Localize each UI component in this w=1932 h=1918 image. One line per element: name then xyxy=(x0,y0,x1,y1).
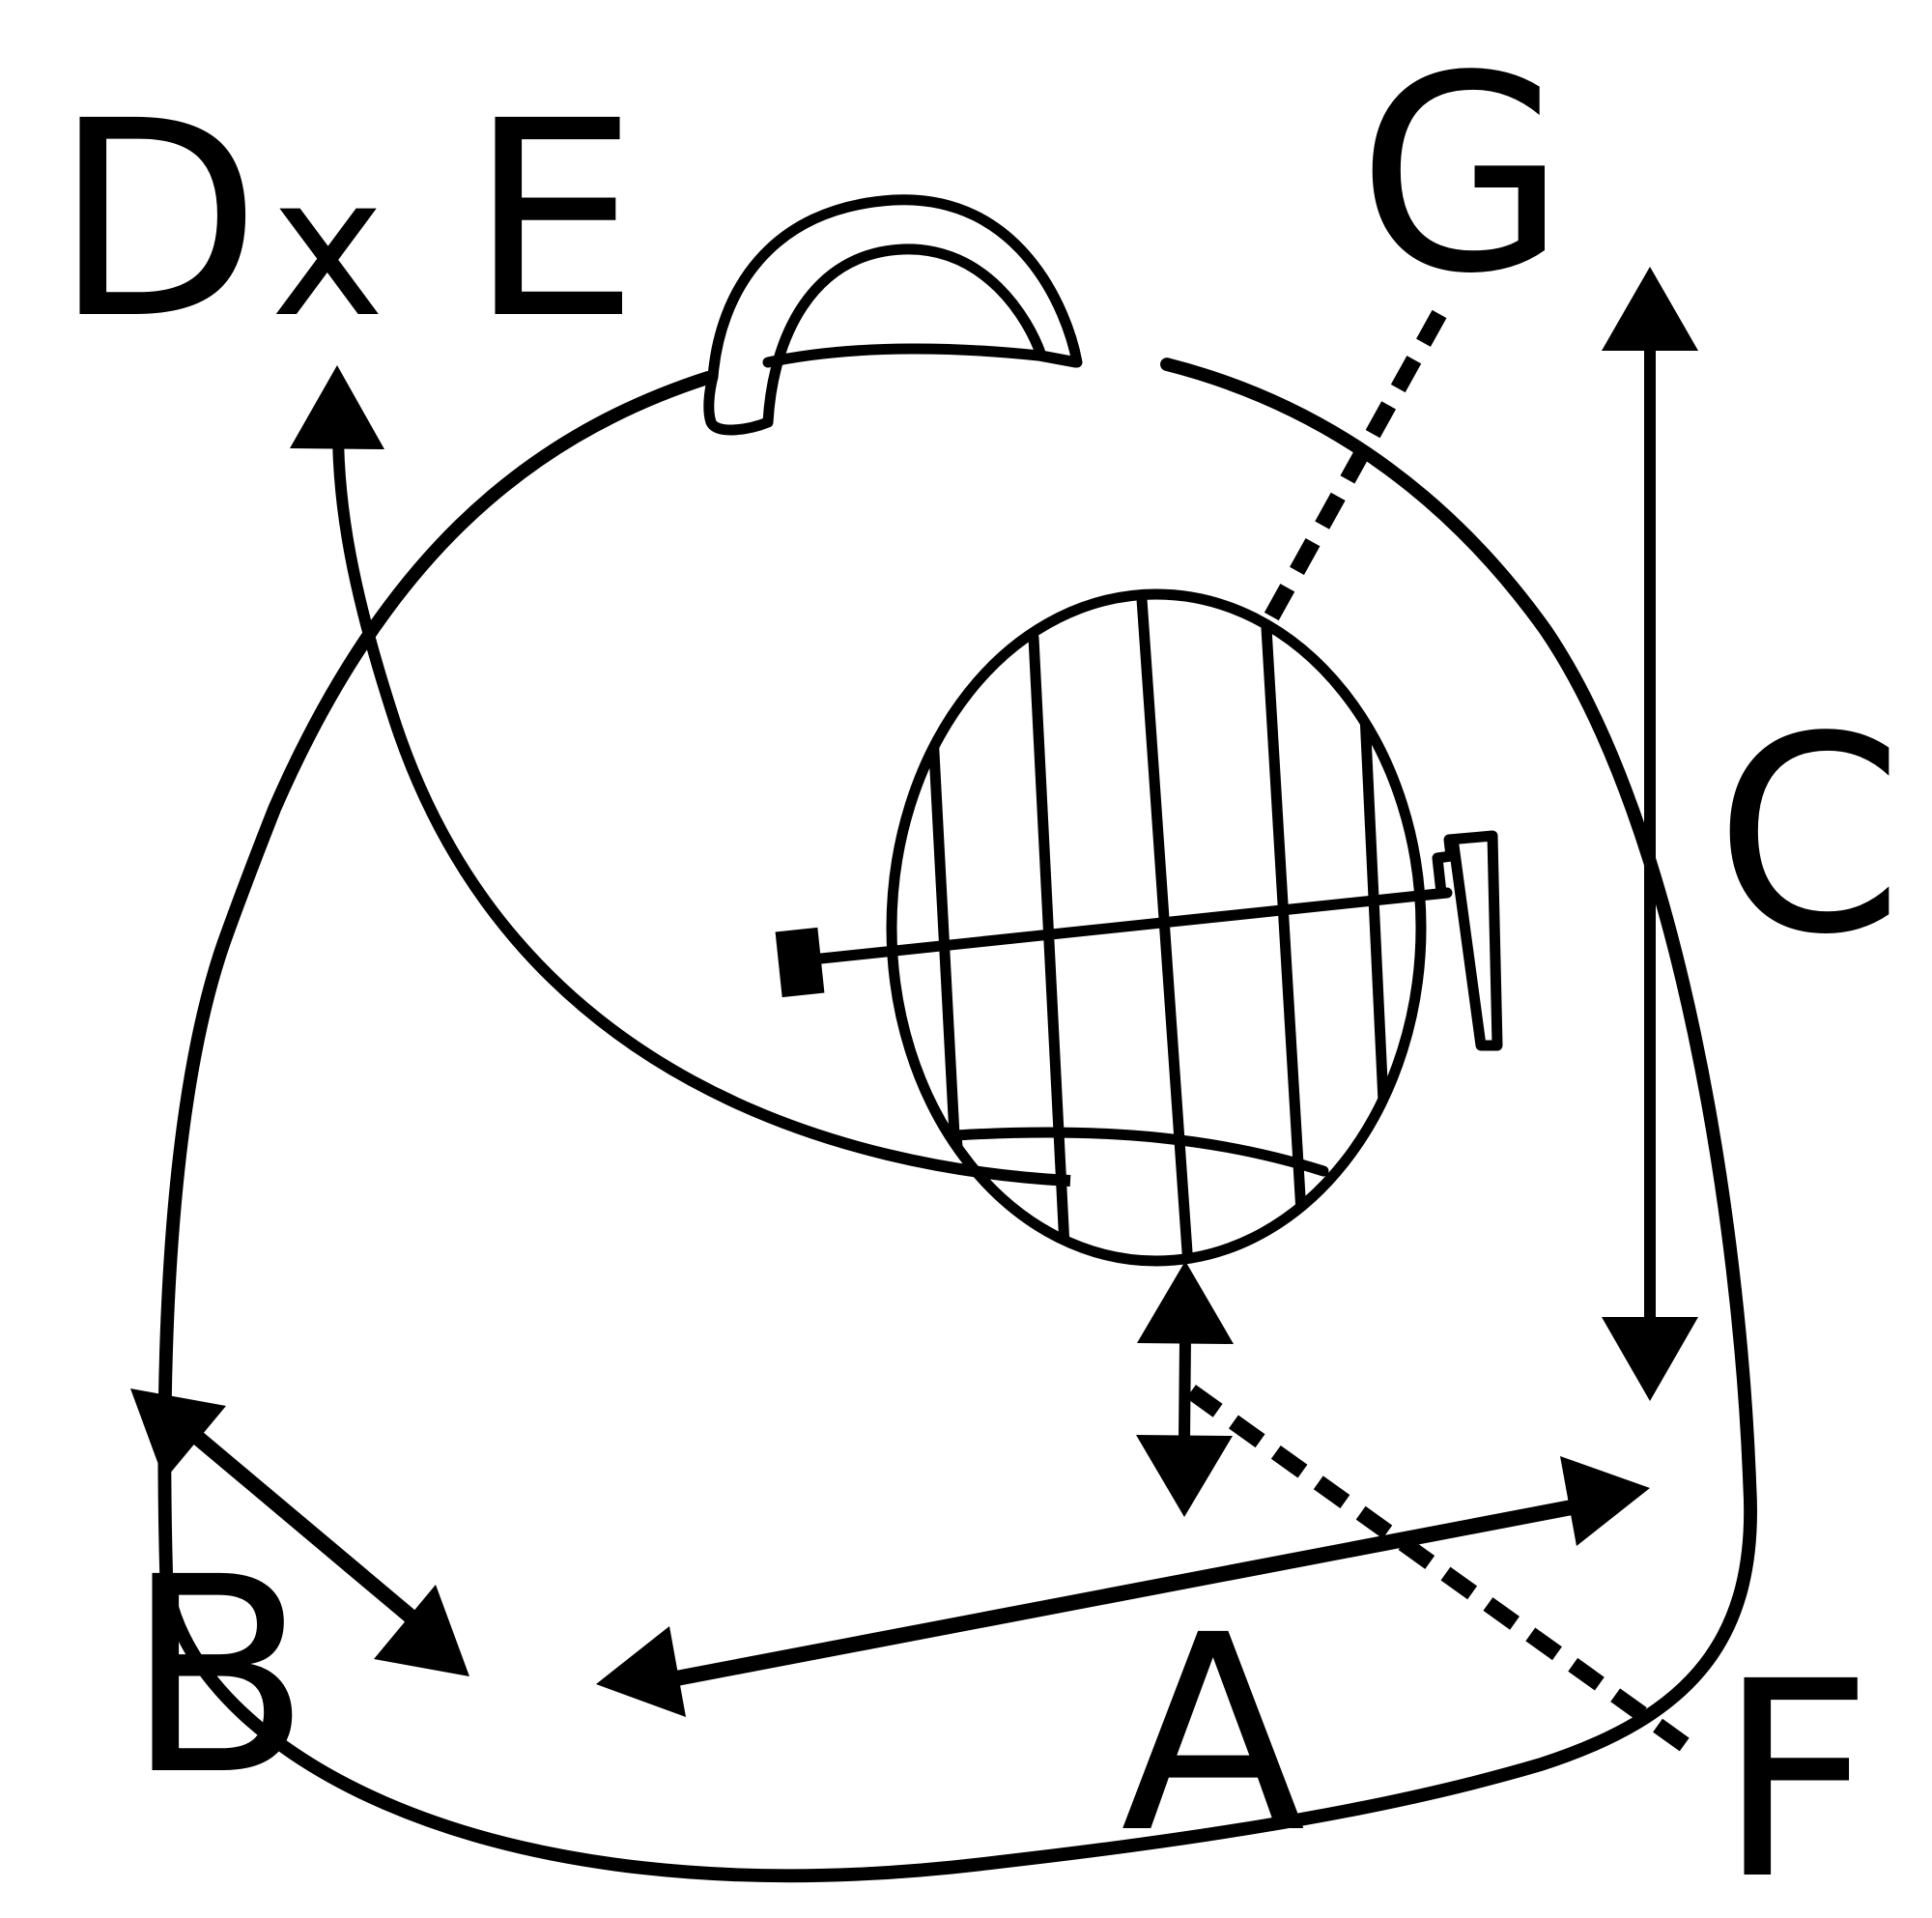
label-x: x xyxy=(270,135,384,360)
bag-handle xyxy=(703,194,1083,436)
zipper-line xyxy=(815,887,1453,964)
dimension-a-arrowhead-right xyxy=(1560,1456,1650,1546)
mesh-line xyxy=(1136,594,1194,1261)
dimension-b-arrowhead-top xyxy=(130,1388,226,1480)
bag-top-edge xyxy=(762,343,1081,368)
dimension-a-line xyxy=(669,1500,1574,1687)
label-c: C xyxy=(1715,679,1904,994)
dimension-pocket-depth-arrowhead-bottom xyxy=(1136,1435,1233,1517)
dimension-a-arrowhead-left xyxy=(596,1626,686,1717)
dimension-c-arrowhead-bottom xyxy=(1602,1317,1698,1401)
label-e: E xyxy=(469,64,639,379)
label-b: B xyxy=(126,1520,311,1835)
mesh-grid xyxy=(927,594,1389,1261)
dimension-b-arrowhead-bottom xyxy=(374,1585,469,1676)
dimension-pocket-depth-arrowhead-top xyxy=(1137,1261,1234,1344)
dimension-d-e-arrowhead xyxy=(290,365,384,449)
dimension-d-e-curve xyxy=(332,429,1071,1187)
dimension-c-arrowhead-top xyxy=(1602,267,1698,351)
label-g: G xyxy=(1357,18,1567,333)
dimension-pocket-depth-line xyxy=(1179,1337,1191,1441)
mesh-pocket xyxy=(886,588,1427,1267)
mesh-line xyxy=(1359,709,1389,1107)
mesh-bottom-edge xyxy=(951,1127,1329,1177)
label-f: F xyxy=(1718,1624,1873,1918)
label-d: D xyxy=(53,64,262,379)
label-a: A xyxy=(1121,1578,1307,1893)
mesh-line xyxy=(927,729,960,1141)
side-strap xyxy=(1432,830,1503,1051)
mesh-line xyxy=(1261,622,1307,1218)
mesh-line xyxy=(1028,632,1070,1252)
dimension-b-line xyxy=(187,1427,416,1623)
zipper-pull-tab xyxy=(775,927,825,998)
dimension-g-dashed-line xyxy=(1256,309,1447,636)
